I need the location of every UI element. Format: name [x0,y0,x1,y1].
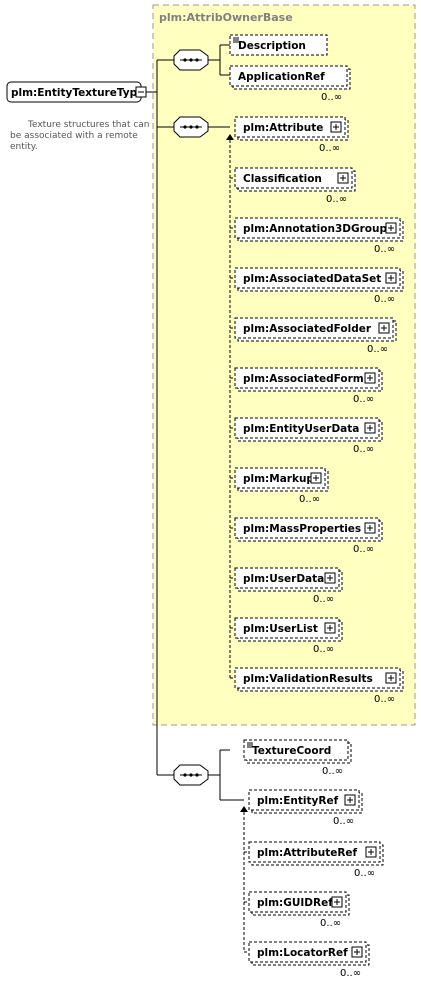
expand-icon[interactable] [331,896,343,908]
element-attribute[interactable]: plm:Attribute 0..∞ [234,116,349,154]
bracket-seq-3 [208,749,244,801]
element-user-data[interactable]: plm:UserData 0..∞ [234,567,343,605]
element-associated-form[interactable]: plm:AssociatedForm 0..∞ [234,367,383,405]
element-entity-ref[interactable]: plm:EntityRef 0..∞ [248,789,363,827]
expand-icon[interactable] [324,572,336,584]
element-label: Description [238,40,306,52]
expand-icon[interactable] [385,222,397,234]
element-description[interactable]: Description [229,34,328,56]
documentation-icon [233,37,239,43]
element-label: plm:ValidationResults [243,673,373,685]
occurrence-label: 0..∞ [367,344,388,355]
expand-icon[interactable] [310,472,322,484]
group-title: plm:AttribOwnerBase [159,11,293,24]
element-locator-ref[interactable]: plm:LocatorRef 0..∞ [248,941,370,979]
documentation-icon [247,742,253,748]
occurrence-label: 0..∞ [320,918,341,929]
choice-arrow-icon [240,806,248,812]
expand-icon[interactable] [330,121,342,133]
element-texture-coord[interactable]: TextureCoord 0..∞ [243,739,352,777]
occurrence-label: 0..∞ [354,868,375,879]
occurrence-label: 0..∞ [333,816,354,827]
occurrence-label: 0..∞ [326,194,347,205]
element-associated-folder[interactable]: plm:AssociatedFolder 0..∞ [234,317,397,355]
expand-icon[interactable] [385,272,397,284]
occurrence-label: 0..∞ [374,244,395,255]
element-label: plm:LocatorRef [257,947,348,959]
root-expand-icon[interactable] [135,86,147,98]
expand-icon[interactable] [364,422,376,434]
element-label: plm:GUIDRef [257,897,333,909]
occurrence-label: 0..∞ [353,444,374,455]
expand-icon[interactable] [365,846,377,858]
element-label: plm:MassProperties [243,523,361,535]
element-label: ApplicationRef [238,71,325,83]
expand-icon[interactable] [337,172,349,184]
element-mass-properties[interactable]: plm:MassProperties 0..∞ [234,517,383,555]
occurrence-label: 0..∞ [340,968,361,979]
expand-icon[interactable] [344,794,356,806]
expand-icon[interactable] [364,522,376,534]
element-entity-user-data[interactable]: plm:EntityUserData 0..∞ [234,417,383,455]
occurrence-label: 0..∞ [313,594,334,605]
element-application-ref[interactable]: ApplicationRef 0..∞ [229,65,351,103]
expand-icon[interactable] [364,372,376,384]
element-label: plm:UserData [243,573,324,585]
element-label: plm:AssociatedDataSet [243,273,381,285]
root-doc-line-2: be associated with a remote [10,131,138,141]
sequence-compositor-1[interactable] [173,49,209,71]
occurrence-label: 0..∞ [374,294,395,305]
element-label: plm:EntityRef [257,795,339,807]
expand-icon[interactable] [385,672,397,684]
element-label: plm:UserList [243,623,318,635]
element-attribute-ref[interactable]: plm:AttributeRef 0..∞ [248,841,384,879]
element-label: plm:AttributeRef [257,847,358,859]
sequence-compositor-3[interactable] [173,764,209,786]
occurrence-label: 0..∞ [374,694,395,705]
root-element-label: plm:EntityTextureType [11,87,144,99]
occurrence-label: 0..∞ [313,644,334,655]
element-label: TextureCoord [252,745,331,757]
element-label: Classification [243,173,322,185]
attrib-owner-base-group [152,4,416,726]
root-doc-line-1: Texture structures that can [27,120,150,130]
choice-arrow-icon [226,134,234,140]
element-classification[interactable]: Classification 0..∞ [234,167,356,205]
sequence-compositor-2[interactable] [173,116,209,138]
element-label: plm:Markup [243,473,314,485]
occurrence-label: 0..∞ [353,394,374,405]
element-markup[interactable]: plm:Markup 0..∞ [234,467,329,505]
element-label: plm:Annotation3DGroup [243,223,387,235]
expand-icon[interactable] [324,622,336,634]
element-label: plm:EntityUserData [243,423,359,435]
element-label: plm:AssociatedForm [243,373,364,385]
occurrence-label: 0..∞ [353,544,374,555]
occurrence-label: 0..∞ [321,92,342,103]
expand-icon[interactable] [378,322,390,334]
element-associated-data-set[interactable]: plm:AssociatedDataSet 0..∞ [234,267,404,305]
element-label: plm:AssociatedFolder [243,323,372,335]
occurrence-label: 0..∞ [299,494,320,505]
root-doc-line-3: entity. [10,142,38,152]
occurrence-label: 0..∞ [319,143,340,154]
element-guidref[interactable]: plm:GUIDRef 0..∞ [248,891,350,929]
element-label: plm:Attribute [243,122,323,134]
element-user-list[interactable]: plm:UserList 0..∞ [234,617,343,655]
occurrence-label: 0..∞ [322,766,343,777]
bracket-seq-1 [208,44,230,76]
element-annotation3dgroup[interactable]: plm:Annotation3DGroup 0..∞ [234,217,404,255]
expand-icon[interactable] [351,946,363,958]
